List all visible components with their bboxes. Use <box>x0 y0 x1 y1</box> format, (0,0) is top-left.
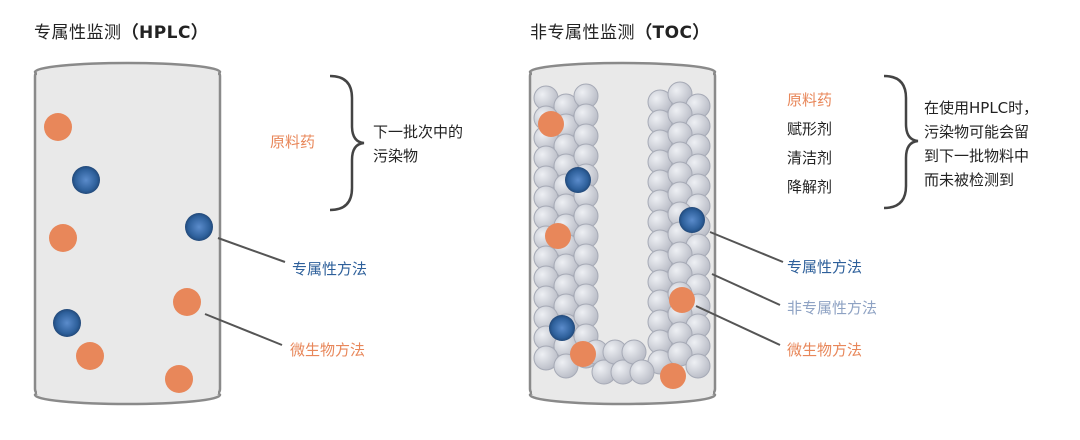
api-particle <box>165 365 193 393</box>
api-particle <box>44 113 72 141</box>
left-carryover-line-2: 污染物 <box>373 147 419 165</box>
right-contaminant-api: 原料药 <box>787 91 833 109</box>
right-brace <box>883 74 919 210</box>
api-particle <box>570 341 596 367</box>
right-contaminant-list: 原料药 赋形剂 清洁剂 降解剂 <box>787 86 832 202</box>
right-note-text: 在使用HPLC时， 污染物可能会留 到下一批物料中 而未被检测到 <box>924 96 1038 192</box>
right-nonspecific-method-label: 非专属性方法 <box>787 299 878 317</box>
right-note-line-2: 污染物可能会留 <box>924 123 1030 141</box>
right-title-main: 非专属性监测 <box>530 23 635 43</box>
right-contaminant-excipient: 赋形剂 <box>787 120 833 138</box>
right-specific-leader <box>709 231 784 263</box>
left-specific-method-label: 专属性方法 <box>292 260 368 278</box>
right-micro-leader <box>695 305 781 346</box>
left-carryover-line-1: 下一批次中的 <box>373 123 464 141</box>
colored-particle-layer <box>44 111 705 393</box>
specific-particle <box>565 167 591 193</box>
left-api-label: 原料药 <box>270 133 316 151</box>
right-note-line-3: 到下一批物料中 <box>924 147 1030 165</box>
specific-particle <box>679 207 705 233</box>
left-title: 专属性监测（HPLC） <box>34 18 209 43</box>
right-contaminant-degradant: 降解剂 <box>787 178 833 196</box>
left-micro-method-label: 微生物方法 <box>290 341 366 359</box>
specific-particle <box>53 309 81 337</box>
api-particle <box>538 111 564 137</box>
left-carryover-text: 下一批次中的 污染物 <box>373 120 463 168</box>
gray-particle <box>629 359 655 385</box>
api-particle <box>49 224 77 252</box>
right-nonspecific-leader <box>711 273 781 306</box>
api-particle <box>660 363 686 389</box>
api-particle <box>545 223 571 249</box>
right-micro-method-label: 微生物方法 <box>787 341 863 359</box>
right-title: 非专属性监测（TOC） <box>530 18 710 43</box>
right-note-line-4: 而未被检测到 <box>924 171 1015 189</box>
right-specific-method-label: 专属性方法 <box>787 258 863 276</box>
specific-particle <box>185 213 213 241</box>
specific-particle <box>72 166 100 194</box>
right-contaminant-detergent: 清洁剂 <box>787 149 833 167</box>
specific-particle <box>549 315 575 341</box>
api-particle <box>76 342 104 370</box>
right-note-line-1: 在使用HPLC时， <box>924 99 1039 117</box>
api-particle <box>669 287 695 313</box>
api-particle <box>173 288 201 316</box>
gray-particle <box>685 353 711 379</box>
left-specific-leader <box>217 237 286 263</box>
left-micro-leader <box>204 313 283 346</box>
right-title-paren: （TOC） <box>635 23 711 43</box>
left-title-main: 专属性监测 <box>34 23 122 43</box>
left-brace <box>329 74 365 212</box>
left-title-paren: （HPLC） <box>121 23 209 43</box>
